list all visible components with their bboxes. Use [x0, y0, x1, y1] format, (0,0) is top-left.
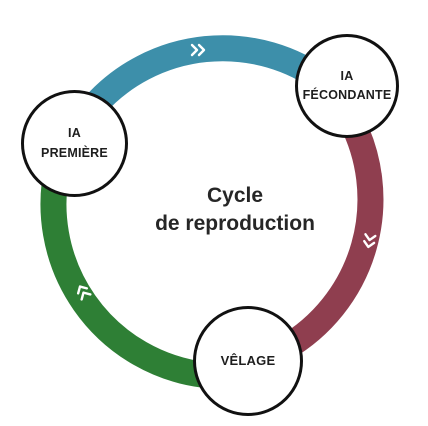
cycle-title-line-1: Cycle: [206, 184, 264, 207]
node-ia-fecondante: IA FÉCONDANTE: [295, 34, 399, 138]
cycle-title-line-2: de reproduction: [155, 212, 315, 235]
node-label-line: VÊLAGE: [220, 352, 276, 368]
arc-red: [278, 111, 384, 360]
node-velage: VÊLAGE: [193, 306, 303, 416]
node-label-line: IA: [68, 126, 81, 141]
double-chevron-icon: [363, 233, 377, 249]
double-chevron-icon: [76, 285, 92, 301]
node-label-line: IA: [340, 68, 354, 83]
double-chevron-icon: [190, 43, 206, 57]
arc-blue: [85, 35, 333, 114]
node-ia-premiere: IA PREMIÈRE: [21, 90, 128, 197]
node-label-line: FÉCONDANTE: [302, 88, 392, 102]
arc-green: [40, 162, 207, 388]
cycle-title: Cycle de reproduction: [110, 182, 360, 238]
node-label-line: PREMIÈRE: [41, 145, 108, 160]
